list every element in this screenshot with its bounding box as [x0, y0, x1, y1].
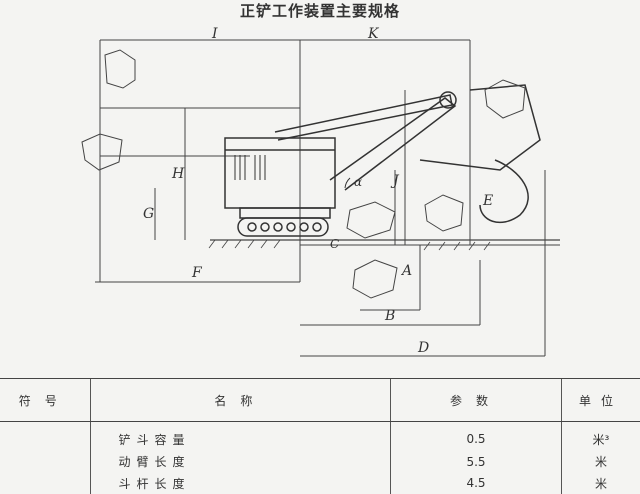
label-I: I [211, 26, 218, 42]
row-unit: 米 [560, 450, 640, 473]
row-name: 斗杆长度 [89, 472, 391, 494]
row-unit: 米 [560, 472, 640, 494]
angle-arc [344, 177, 351, 189]
row-value: 5.5 [390, 450, 562, 473]
row-symbol [0, 451, 90, 473]
label-F: F [191, 265, 203, 281]
bucket-positions [81, 49, 526, 299]
table-header-row: 符号 名称 参数 单位 [0, 378, 640, 422]
header-unit: 单位 [560, 378, 640, 422]
label-A: A [400, 263, 412, 279]
dimension-lines [95, 39, 560, 357]
table-row: 斗杆长度 4.5 米 [0, 472, 640, 494]
row-symbol [0, 472, 90, 494]
excavator-dimension-diagram: I K H G F J E A B C D α [81, 26, 560, 357]
excavator-body [224, 137, 336, 237]
header-symbol: 符号 [0, 378, 91, 422]
table-row: 铲斗容量 0.5 米³ [0, 421, 640, 451]
row-symbol [0, 422, 90, 451]
row-name: 铲斗容量 [89, 421, 391, 451]
document-title: 正铲工作装置主要规格 [239, 2, 400, 20]
row-value: 4.5 [390, 472, 562, 494]
boom-and-stick [274, 84, 541, 224]
label-G: G [143, 206, 154, 222]
label-C: C [330, 237, 339, 251]
label-B: B [384, 308, 395, 324]
ground [208, 239, 560, 251]
label-K: K [367, 26, 380, 42]
header-name: 名称 [89, 378, 391, 422]
label-D: D [417, 340, 429, 356]
label-H: H [171, 166, 185, 182]
label-E: E [482, 193, 493, 209]
row-unit: 米³ [560, 421, 640, 451]
header-value: 参数 [390, 378, 562, 422]
row-value: 0.5 [390, 421, 562, 451]
label-J: J [390, 173, 400, 189]
spec-table: 符号 名称 参数 单位 铲斗容量 0.5 米³ 动臂长度 5.5 米 斗杆长度 … [0, 378, 640, 494]
row-name: 动臂长度 [89, 450, 391, 473]
table-row: 动臂长度 5.5 米 [0, 450, 640, 473]
label-alpha: α [354, 175, 362, 189]
